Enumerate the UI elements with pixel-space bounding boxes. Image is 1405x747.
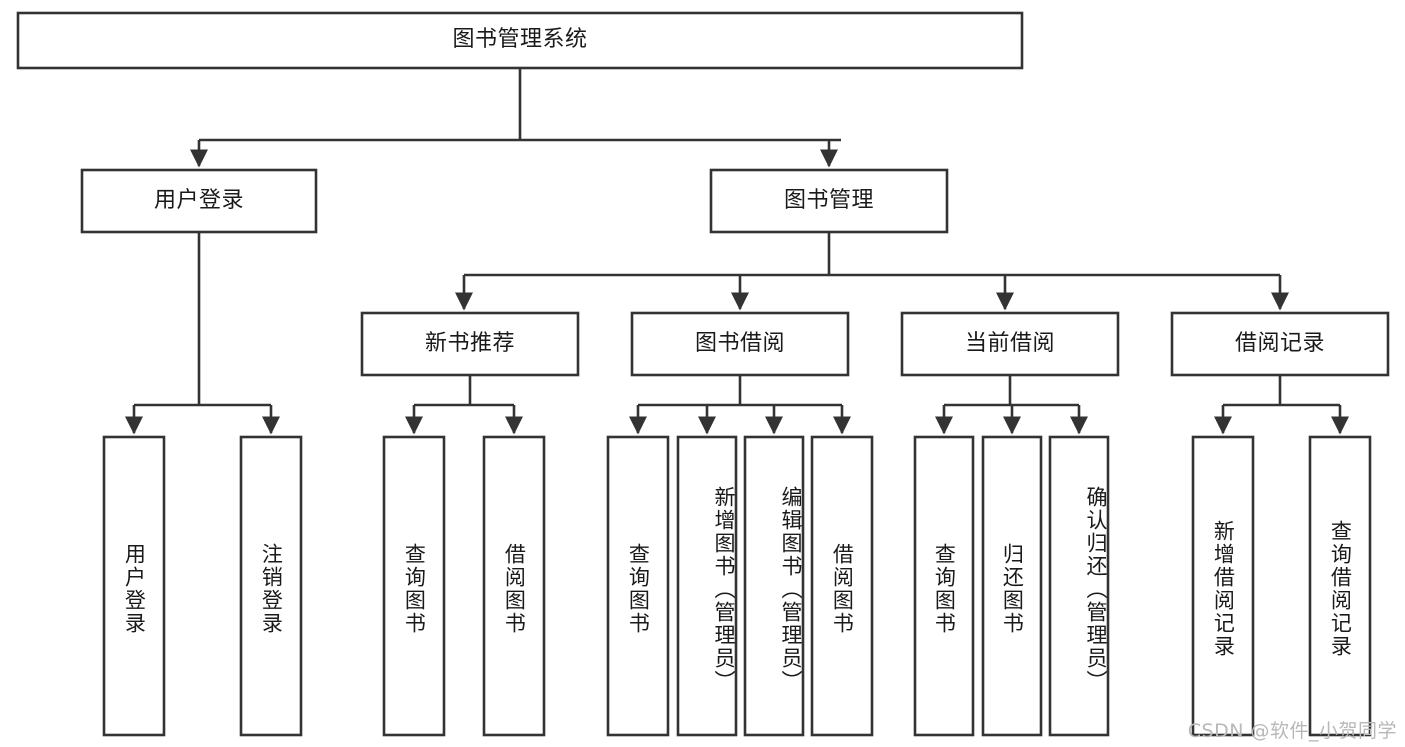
node-box-leaf-cur-query[interactable] (913, 435, 975, 737)
node-box-leaf-borrow-edit[interactable] (743, 435, 805, 737)
node-box-user-login[interactable] (80, 168, 318, 234)
node-box-leaf-cur-return[interactable] (981, 435, 1043, 737)
node-box-leaf-user-login[interactable] (102, 435, 166, 737)
connector-group-current-borrow (934, 375, 1089, 435)
connector-group-user-login (124, 232, 281, 435)
connector-group-book-manage (454, 232, 1290, 311)
node-box-root[interactable] (16, 11, 1024, 70)
node-box-leaf-rec-borrow[interactable] (482, 435, 546, 737)
node-box-leaf-user-logout[interactable] (239, 435, 303, 737)
node-box-leaf-rec-search[interactable] (1308, 435, 1372, 737)
node-box-leaf-rec-query[interactable] (382, 435, 446, 737)
node-box-leaf-borrow-query[interactable] (606, 435, 670, 737)
connector-group-root (189, 68, 841, 168)
node-box-book-borrow[interactable] (630, 311, 850, 377)
node-box-book-manage[interactable] (709, 168, 949, 234)
node-rect-group (16, 11, 1390, 737)
node-box-leaf-rec-add[interactable] (1191, 435, 1255, 737)
node-box-leaf-cur-confirm[interactable] (1048, 435, 1110, 737)
node-box-current-borrow[interactable] (900, 311, 1120, 377)
node-box-borrow-record[interactable] (1170, 311, 1390, 377)
connector-group-borrow-record (1213, 375, 1350, 435)
node-box-leaf-borrow-add[interactable] (676, 435, 738, 737)
node-box-new-book-rec[interactable] (360, 311, 580, 377)
connector-group-new-book-rec (404, 375, 524, 435)
connector-group-book-borrow (628, 375, 852, 435)
node-box-leaf-borrow-do[interactable] (810, 435, 874, 737)
